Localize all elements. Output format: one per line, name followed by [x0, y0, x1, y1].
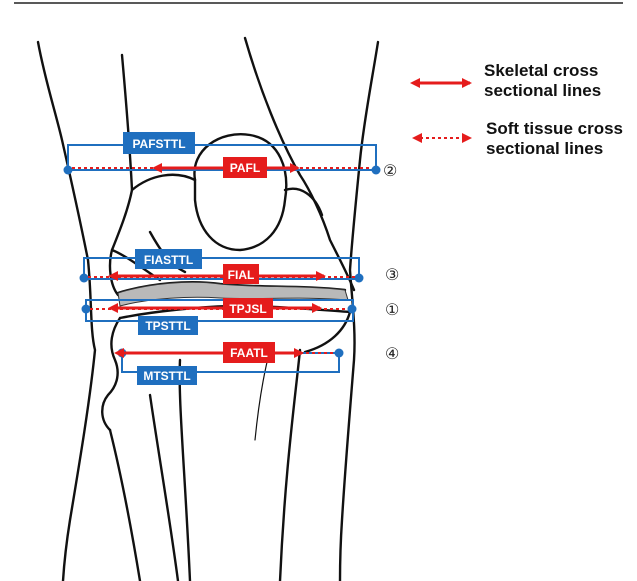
red-tags: PAFL FIAL TPJSL FAATL [223, 157, 275, 363]
fiasttl-label: FIASTTL [144, 253, 193, 267]
mtsttl-label: MTSTTL [143, 369, 190, 383]
pafsttl-dot-right [372, 166, 381, 175]
pafl-label: PAFL [230, 161, 260, 175]
tpsttl-dot-left [82, 305, 91, 314]
legend-skeletal-line1: Skeletal cross [484, 61, 598, 80]
pafsttl-box [68, 145, 376, 170]
marker-two: ② [383, 161, 397, 180]
tpsttl-label: TPSTTL [145, 319, 190, 333]
fiasttl-dot-right [355, 274, 364, 283]
faatl-label: FAATL [230, 346, 268, 360]
marker-three: ③ [385, 265, 399, 284]
legend: Skeletal cross sectional lines Soft tiss… [418, 61, 623, 158]
pafsttl-label: PAFSTTL [132, 137, 185, 151]
marker-one: ① [385, 300, 399, 319]
fial-label: FIAL [228, 268, 255, 282]
legend-soft-line2: sectional lines [486, 139, 603, 158]
fiasttl-dot-left [80, 274, 89, 283]
legend-skeletal-line2: sectional lines [484, 81, 601, 100]
pafsttl-dot-left [64, 166, 73, 175]
tpsttl-dot-right [348, 305, 357, 314]
tpjsl-label: TPJSL [229, 302, 266, 316]
legend-soft-line1: Soft tissue cross [486, 119, 623, 138]
marker-four: ④ [385, 344, 399, 363]
mtsttl-dot-right [335, 349, 344, 358]
